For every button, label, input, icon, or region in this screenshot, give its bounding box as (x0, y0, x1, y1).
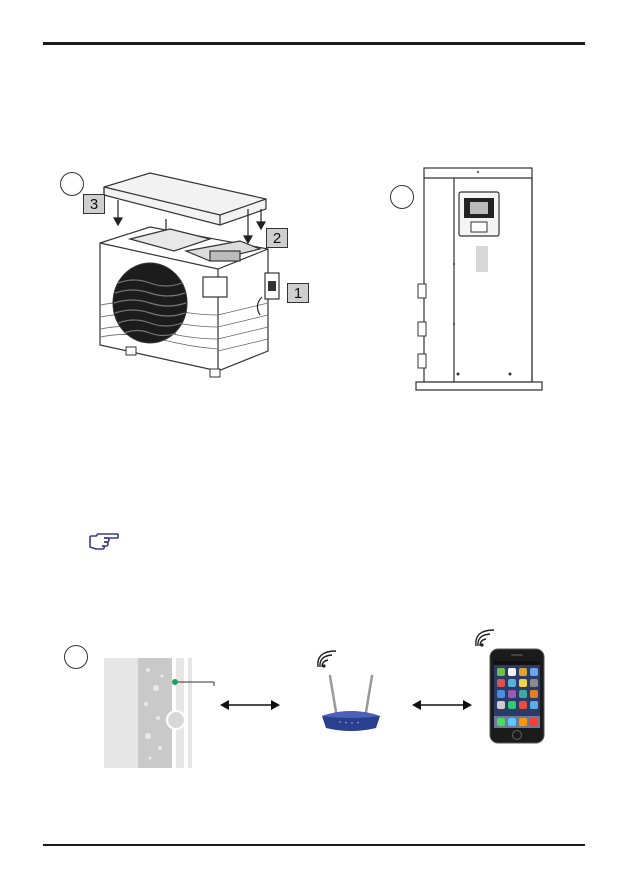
footer-rule (43, 844, 585, 846)
header-rule (43, 42, 585, 45)
wifi-router-icon (316, 672, 386, 734)
top-cover-lid (104, 173, 266, 225)
control-panel-icon (104, 658, 224, 768)
step-label-1: 1 (287, 283, 309, 303)
wifi-signal-icon (476, 630, 498, 648)
status-led (172, 679, 178, 685)
double-arrow-icon (220, 698, 280, 712)
figure-number-circle (64, 645, 88, 669)
wifi-signal-icon (318, 651, 340, 669)
step-label-2: 2 (266, 228, 288, 248)
heat-pump-unit-illustration (90, 165, 320, 390)
smartphone-icon (489, 648, 545, 744)
figure-number-circle (390, 185, 414, 209)
double-arrow-icon (412, 698, 472, 712)
heat-pump-side-view-illustration (414, 164, 554, 394)
pointing-hand-icon (88, 532, 120, 550)
step-label-3: 3 (83, 194, 105, 214)
figure-number-circle (60, 172, 84, 196)
